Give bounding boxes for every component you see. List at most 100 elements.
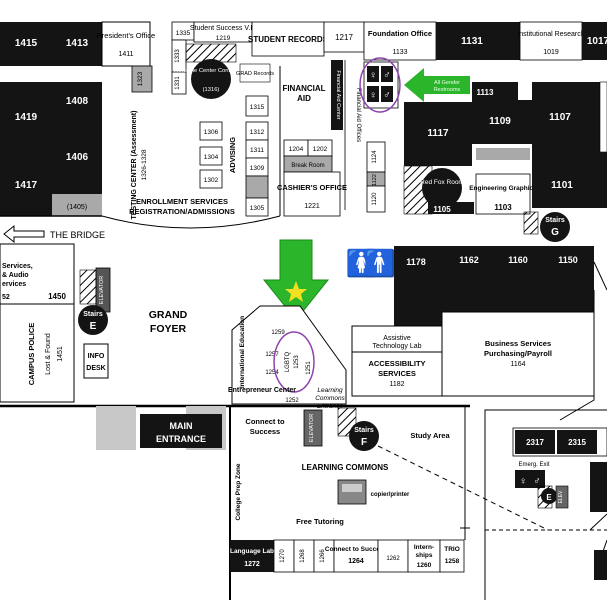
info-desk[interactable]: [83, 343, 109, 379]
svg-text:♂: ♂: [383, 90, 391, 101]
red-fox-room[interactable]: [422, 168, 462, 208]
room-1415-label: 1415: [15, 38, 38, 49]
room-1178-label: 1178: [406, 257, 426, 267]
internships-line-1: Intern-: [414, 544, 434, 551]
stairs-f[interactable]: [349, 421, 379, 451]
welcome-center[interactable]: [191, 59, 231, 99]
room-1405-label: (1405): [67, 204, 87, 211]
financial-aid-label-2: AID: [297, 94, 311, 103]
business-services[interactable]: [441, 311, 595, 397]
accessibility-num: 1182: [389, 381, 404, 388]
language-lab[interactable]: [230, 540, 274, 572]
institutional-research[interactable]: [519, 21, 583, 61]
connect-success-line-1: Connect to: [245, 417, 285, 426]
room-1178[interactable]: [394, 246, 442, 276]
room-1419[interactable]: [0, 82, 52, 154]
room-2315[interactable]: [557, 430, 597, 454]
room-2317[interactable]: [515, 430, 555, 454]
room-1101[interactable]: [532, 152, 594, 208]
grad-records[interactable]: [239, 63, 271, 83]
main-entrance[interactable]: [140, 414, 222, 448]
main-entrance-line-1: MAIN: [170, 421, 193, 431]
room-1315-label: 1315: [250, 104, 265, 111]
room-1160[interactable]: [496, 246, 542, 312]
entrance-area: MAIN ENTRANCE: [0, 404, 470, 450]
student-records[interactable]: [251, 21, 325, 57]
testing-center-num: 1326-1328: [141, 149, 148, 180]
college-prep-label: College Prep Zone: [235, 463, 242, 520]
room-1117[interactable]: [404, 102, 472, 166]
cashiers-office[interactable]: [283, 171, 341, 217]
lgbtq-highlight: [273, 331, 315, 393]
student-records-label: STUDENT RECORDS: [248, 35, 329, 44]
room-1017[interactable]: [582, 22, 607, 60]
lgbtq-label: LGBTQ: [285, 352, 291, 373]
campus-police[interactable]: [0, 303, 75, 403]
elevator-f-label: ELEVATOR: [309, 414, 315, 442]
internships[interactable]: [407, 539, 441, 573]
grand-foyer-line-1: GRAND: [149, 309, 188, 321]
elevator-f[interactable]: [303, 409, 323, 447]
room-1302[interactable]: [199, 169, 223, 189]
room-1413[interactable]: [52, 22, 102, 66]
foundation-num: 1133: [392, 49, 407, 56]
fa-center-label: Financial Aid Center: [335, 70, 341, 119]
internships-line-2: ships: [416, 552, 433, 559]
room-1217[interactable]: [323, 21, 365, 53]
presidents-office[interactable]: [101, 21, 151, 67]
svg-text:♀: ♀: [369, 90, 377, 101]
room-1405[interactable]: [52, 194, 102, 216]
connect2-num: 1264: [348, 558, 364, 565]
room-1150[interactable]: [542, 246, 594, 312]
learning-commons: Connect to Success ELEVATOR Stairs F Stu…: [229, 406, 549, 600]
room-1305-label: 1305: [250, 205, 265, 212]
connect-to-success-1264[interactable]: [333, 539, 379, 573]
room-1107-label: 1107: [549, 112, 571, 123]
room-1305[interactable]: [245, 197, 269, 217]
bottom-rooms: Language Lab 1272 1270 1268 1266 Connect…: [230, 539, 465, 573]
internships-num: 1260: [417, 562, 432, 569]
foundation-office[interactable]: [363, 21, 437, 61]
stairs-f-label: Stairs: [354, 427, 374, 434]
room-1450-label: 1450: [48, 292, 66, 301]
eng-graphics-num: 1103: [494, 203, 512, 212]
you-are-here-marker: [262, 239, 330, 321]
room-1408[interactable]: [52, 82, 102, 120]
language-lab-label: Language Lab: [230, 548, 274, 555]
room-1120[interactable]: [366, 185, 386, 213]
room-1417[interactable]: [0, 154, 52, 216]
room-1331-label: 1331: [175, 76, 181, 90]
study-area-label: Study Area: [410, 431, 450, 440]
room-1131[interactable]: [436, 22, 520, 60]
room-1120-label: 1120: [372, 192, 378, 206]
room-1406[interactable]: [52, 120, 102, 194]
break-room-label: Break Room: [291, 163, 324, 169]
svg-text:♂: ♂: [383, 70, 391, 81]
trio[interactable]: [439, 539, 465, 573]
stairs-g[interactable]: [540, 212, 570, 242]
info-desk-line-2: DESK: [86, 365, 105, 372]
room-1331[interactable]: [171, 71, 187, 95]
financial-aid-center[interactable]: [331, 60, 343, 130]
room-1309-label: 1309: [250, 165, 265, 172]
room-1415[interactable]: [0, 22, 52, 66]
room-1162[interactable]: [442, 246, 496, 312]
room-1262[interactable]: [377, 539, 409, 573]
room-1117-label: 1117: [427, 128, 449, 139]
room-1262-label: 1262: [386, 556, 400, 562]
room-1306[interactable]: [199, 121, 223, 141]
restroom-women-icon: 🚺: [346, 248, 378, 278]
room-1107[interactable]: [532, 82, 607, 152]
svg-text:E: E: [546, 493, 552, 502]
stairs-e[interactable]: [78, 305, 108, 335]
engineering-graphics[interactable]: [475, 173, 531, 215]
financial-aid-label-1: FINANCIAL: [282, 84, 325, 93]
fa-offices-label: Financial Aid Offices: [355, 88, 361, 142]
accessibility-services[interactable]: [351, 325, 443, 397]
all-gender-line-1: All Gender: [434, 80, 460, 86]
room-1113[interactable]: [472, 82, 518, 100]
room-1323[interactable]: [131, 65, 153, 93]
room-1315[interactable]: [245, 95, 269, 117]
room-1109[interactable]: [472, 100, 518, 144]
room-1304[interactable]: [199, 146, 223, 166]
